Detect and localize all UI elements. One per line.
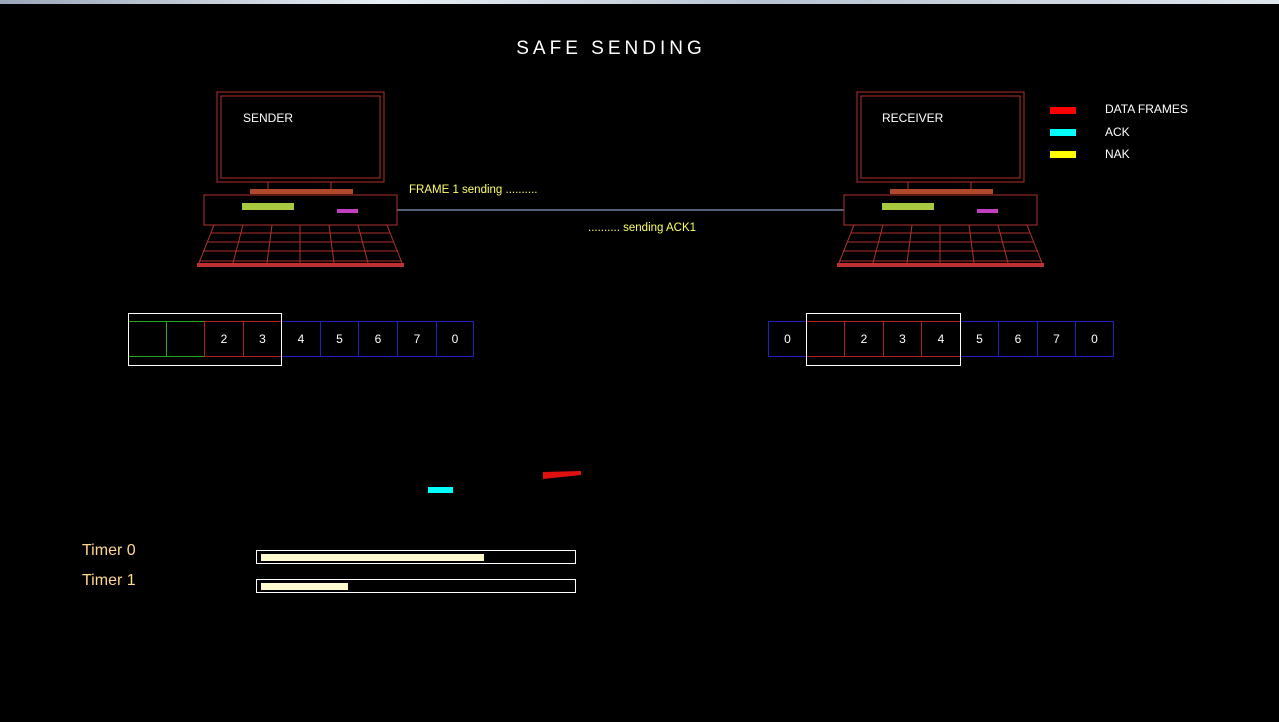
sender-frame-cell: 5 — [320, 321, 359, 357]
timer-1-fill — [261, 583, 348, 590]
sender-led — [337, 209, 358, 213]
receiver-window-frame — [806, 313, 961, 366]
sender-computer — [197, 91, 404, 267]
sender-frame-cell: 7 — [397, 321, 437, 357]
receiver-computer — [837, 91, 1044, 267]
ack-packet — [428, 487, 453, 493]
window-title-bar — [0, 0, 1279, 4]
nak-swatch — [1050, 151, 1076, 158]
data-frame-packet — [543, 471, 581, 479]
ack-swatch — [1050, 129, 1076, 136]
receiver-led — [977, 209, 998, 213]
page-title: SAFE SENDING — [516, 38, 706, 59]
sender-keyboard — [198, 224, 403, 264]
frame-sending-message: FRAME 1 sending .......... — [409, 184, 538, 196]
timer-0-bar — [256, 550, 576, 564]
timer-1-label: Timer 1 — [82, 572, 136, 589]
sender-window-frame — [128, 313, 282, 366]
data-frames-swatch — [1050, 107, 1076, 114]
timer-0-fill — [261, 554, 484, 561]
sender-frame-cell: 6 — [358, 321, 398, 357]
timer-0-label: Timer 0 — [82, 542, 136, 559]
sender-label: SENDER — [243, 111, 294, 125]
sender-drive — [242, 203, 294, 210]
receiver-frame-cell: 6 — [998, 321, 1038, 357]
receiver-frame-cell: 5 — [960, 321, 999, 357]
receiver-label: RECEIVER — [882, 111, 944, 125]
legend-nak: NAK — [1105, 147, 1130, 161]
legend-data-frames: DATA FRAMES — [1105, 102, 1188, 116]
sender-frame-cell: 4 — [281, 321, 321, 357]
receiver-keyboard — [838, 224, 1043, 264]
receiver-frame-cell: 0 — [1075, 321, 1114, 357]
timer-1-bar — [256, 579, 576, 593]
receiver-frame-cell: 0 — [768, 321, 807, 357]
receiver-frame-cell: 7 — [1037, 321, 1076, 357]
ack-sending-message: .......... sending ACK1 — [588, 222, 697, 234]
receiver-drive — [882, 203, 934, 210]
sender-frame-cell: 0 — [436, 321, 474, 357]
legend-ack: ACK — [1105, 125, 1130, 139]
